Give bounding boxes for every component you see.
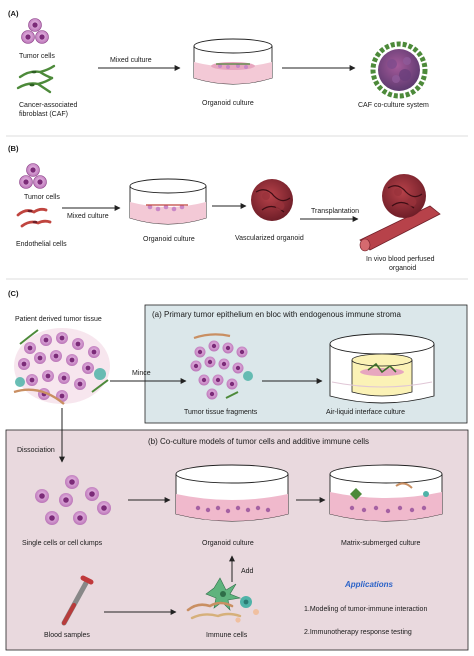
caf-label-line1: Cancer-associated bbox=[19, 102, 77, 109]
organoid-culture-c-label: Organoid culture bbox=[202, 540, 254, 547]
matrix-dish-icon bbox=[329, 464, 443, 522]
air-liquid-label: Air-liquid interface culture bbox=[326, 409, 405, 416]
application-2: 2.Immunotherapy response testing bbox=[304, 629, 412, 636]
box-b-title: (b) Co-culture models of tumor cells and… bbox=[148, 437, 369, 446]
caf-label-line2: fibroblast (CAF) bbox=[19, 111, 68, 118]
panel-c: (C) (a) Primary tumor epithelium en bloc… bbox=[5, 289, 469, 651]
immune-cells-icon bbox=[186, 577, 259, 623]
tumor-cells-b-icon bbox=[19, 163, 47, 189]
matrix-culture-label: Matrix-submerged culture bbox=[341, 540, 420, 547]
single-cells-label: Single cells or cell clumps bbox=[22, 540, 103, 547]
panel-a-header: (A) bbox=[8, 9, 19, 18]
endothelial-label: Endothelial cells bbox=[16, 241, 67, 248]
organoid-culture-b-label: Organoid culture bbox=[143, 236, 195, 243]
tumor-cells-icon bbox=[21, 18, 49, 44]
panel-c-header: (C) bbox=[8, 289, 19, 298]
panel-b-header: (B) bbox=[8, 144, 19, 153]
invivo-label-line1: In vivo blood perfused bbox=[366, 256, 435, 263]
tumor-cells-b-label: Tumor cells bbox=[24, 194, 60, 201]
mixed-culture-label: Mixed culture bbox=[110, 57, 152, 64]
blood-perfused-organoid-icon bbox=[359, 174, 441, 252]
blood-sample-icon bbox=[61, 575, 94, 626]
single-cells-icon bbox=[35, 475, 111, 525]
add-label: Add bbox=[241, 568, 254, 575]
application-1: 1.Modeling of tumor-immune interaction bbox=[304, 606, 427, 613]
dissociation-label: Dissociation bbox=[17, 447, 55, 454]
patient-tissue-label: Patient derived tumor tissue bbox=[15, 316, 102, 323]
tumor-tissue-icon bbox=[13, 328, 110, 405]
panel-a: (A) Tumor cells Cancer-associated fibrob… bbox=[8, 9, 429, 118]
caf-icon bbox=[16, 64, 56, 94]
blood-label: Blood samples bbox=[44, 632, 90, 639]
tumor-fragments-icon bbox=[190, 333, 253, 400]
endothelial-cells-icon bbox=[16, 207, 52, 228]
applications-title: Applications bbox=[344, 580, 394, 589]
fragments-label: Tumor tissue fragments bbox=[184, 409, 258, 416]
box-a-title: (a) Primary tumor epithelium en bloc wit… bbox=[152, 310, 402, 319]
immune-label: Immune cells bbox=[206, 632, 248, 639]
vascularized-organoid-icon bbox=[251, 179, 293, 221]
air-liquid-dish-icon bbox=[329, 333, 435, 404]
panel-b: (B) Tumor cells Endothelial cells Mixed … bbox=[8, 144, 441, 272]
vascularized-label: Vascularized organoid bbox=[235, 235, 304, 242]
transplantation-label: Transplantation bbox=[311, 208, 359, 215]
caf-system-label: CAF co-culture system bbox=[358, 102, 429, 109]
organoid-dish-c-icon bbox=[175, 464, 289, 522]
organoid-culture-label: Organoid culture bbox=[202, 100, 254, 107]
mince-label: Mince bbox=[132, 370, 151, 377]
organoid-dish-icon bbox=[193, 38, 273, 85]
mixed-culture-b-label: Mixed culture bbox=[67, 213, 109, 220]
tumor-cells-label: Tumor cells bbox=[19, 53, 55, 60]
invivo-label-line2: organoid bbox=[389, 265, 416, 272]
organoid-dish-b-icon bbox=[129, 178, 207, 225]
caf-coculture-organoid-icon bbox=[370, 41, 428, 99]
